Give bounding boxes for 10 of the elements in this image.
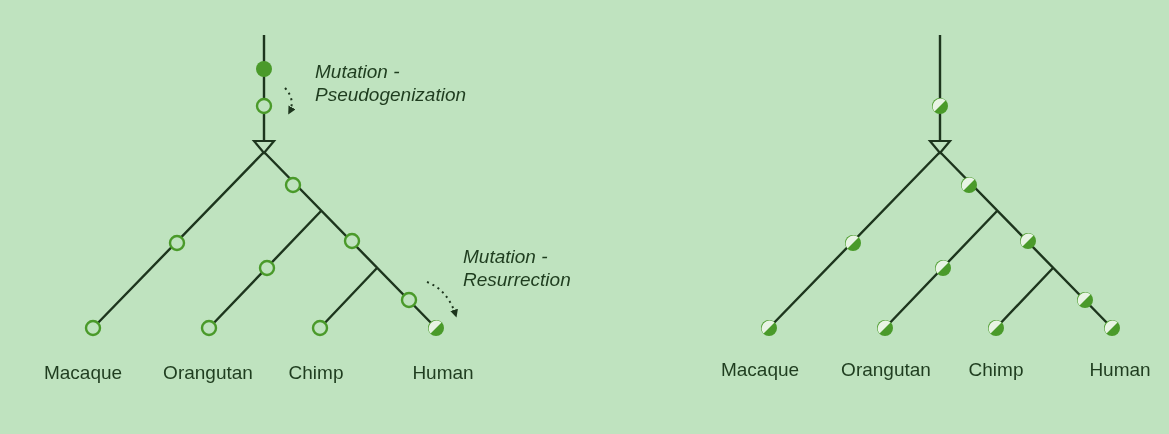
species-label: Human — [412, 361, 474, 384]
species-label: Orangutan — [841, 358, 931, 381]
species-label: Chimp — [288, 361, 344, 384]
species-label: Macaque — [720, 358, 800, 381]
annotation-text: Mutation - Resurrection — [463, 245, 572, 291]
species-label: Macaque — [43, 361, 123, 384]
species-label: Orangutan — [163, 361, 253, 384]
species-label: Human — [1089, 358, 1151, 381]
annotation-text: Mutation - Pseudogenization — [315, 60, 465, 106]
species-label: Chimp — [968, 358, 1024, 381]
